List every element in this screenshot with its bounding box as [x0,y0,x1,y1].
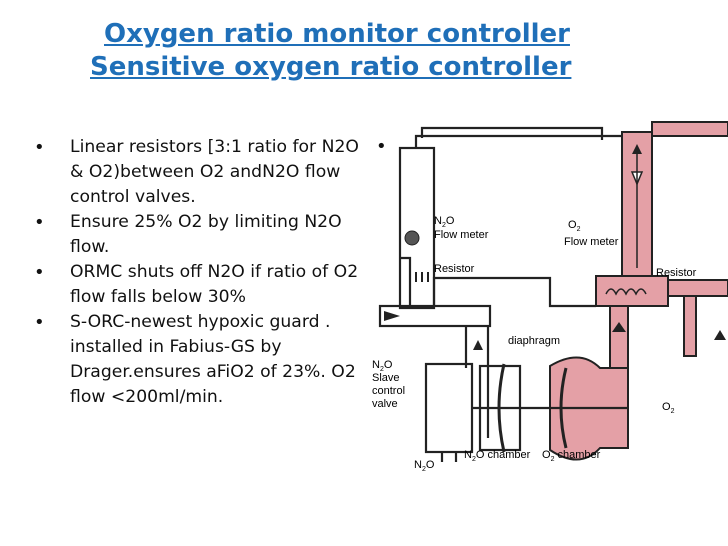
bullet-glyph: • [34,312,45,333]
bullet-item: • ORMC shuts off N2O if ratio of O2 flow … [32,260,368,310]
o2-up-arrow-icon [612,322,626,332]
bullet-item: • Linear resistors [3:1 ratio for N2O & O… [32,135,368,210]
bullet-glyph: • [34,262,45,283]
o2-inlet-pipe [683,295,697,357]
n2o-top-pipe [414,134,622,148]
slide-title: Oxygen ratio monitor controller Sensitiv… [90,18,650,84]
bullet-glyph: • [34,137,45,158]
n2o-inlet-label: N2O [414,459,435,473]
flow-arrow-icon [384,311,400,321]
bullet-item: • Ensure 25% O2 by limiting N2O flow. [32,210,368,260]
slave-valve-label: N2O Slave control valve [372,359,408,410]
n2o-float-icon [404,230,420,246]
o2-flow-meter-label: O2 Flow meter [564,219,619,248]
o2-chamber-label: O2 chamber [542,449,601,463]
o2-arrow-head-icon [632,144,642,154]
bullet-glyph: • [34,212,45,233]
diaphragm-left [497,363,506,453]
n2o-flow-tube [398,146,436,310]
bullet-text: Ensure 25% O2 by limiting N2O flow. [70,212,342,257]
title-line-2: Sensitive oxygen ratio controller [90,52,572,82]
slave-valve-body [424,362,474,454]
resistor-left-label: Resistor [434,263,475,275]
o2-inlet-label: O2 [662,401,675,415]
flow-arrow-icon [473,340,483,350]
o2-right-pipe [667,279,728,297]
o2-top-pipe [651,121,728,137]
n2o-feed-line [400,256,412,308]
resistor-coil-right-icon [605,288,647,296]
n2o-inlet-lines [440,452,458,462]
n2o-vertical-lines [464,326,490,438]
diaphragm-right [559,367,568,449]
bullet-list: • Linear resistors [3:1 ratio for N2O & O… [32,135,368,410]
n2o-flow-meter-label: N2O Flow meter [434,215,489,241]
resistor-coil-left-icon [409,272,429,282]
n2o-chamber-label: N2O chamber [464,449,531,463]
bullet-text: Linear resistors [3:1 ratio for N2O & O2… [70,137,359,207]
o2-resistor-block [595,275,669,307]
bullet-text: ORMC shuts off N2O if ratio of O2 flow f… [70,262,359,307]
bullet-item: • S-ORC-newest hypoxic guard . installed … [32,310,368,410]
bullet-text: S-ORC-newest hypoxic guard . installed i… [70,312,356,407]
right-bullet-glyph: • [376,136,387,157]
o2-inlet-arrow-icon [714,330,726,340]
n2o-mid-channel [432,276,596,308]
oxygen-ratio-controller-diagram: N2O Flow meter Resistor O2 Flow meter Re… [372,121,728,473]
n2o-top-pipe-inner [420,126,604,140]
n2o-piping [378,126,628,462]
title-line-1: Oxygen ratio monitor controller [104,19,570,49]
diaphragm-label: diaphragm [508,335,560,347]
resistor-right-label: Resistor [656,267,697,279]
